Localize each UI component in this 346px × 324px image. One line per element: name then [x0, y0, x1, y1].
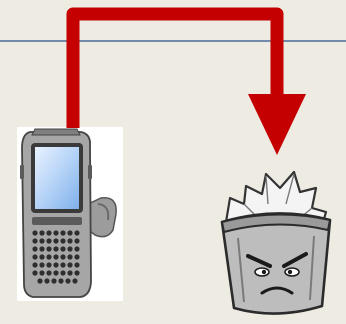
handheld-scanner-icon — [17, 127, 123, 301]
angry-trash-can-icon — [222, 172, 330, 314]
arrow-head — [248, 94, 306, 155]
